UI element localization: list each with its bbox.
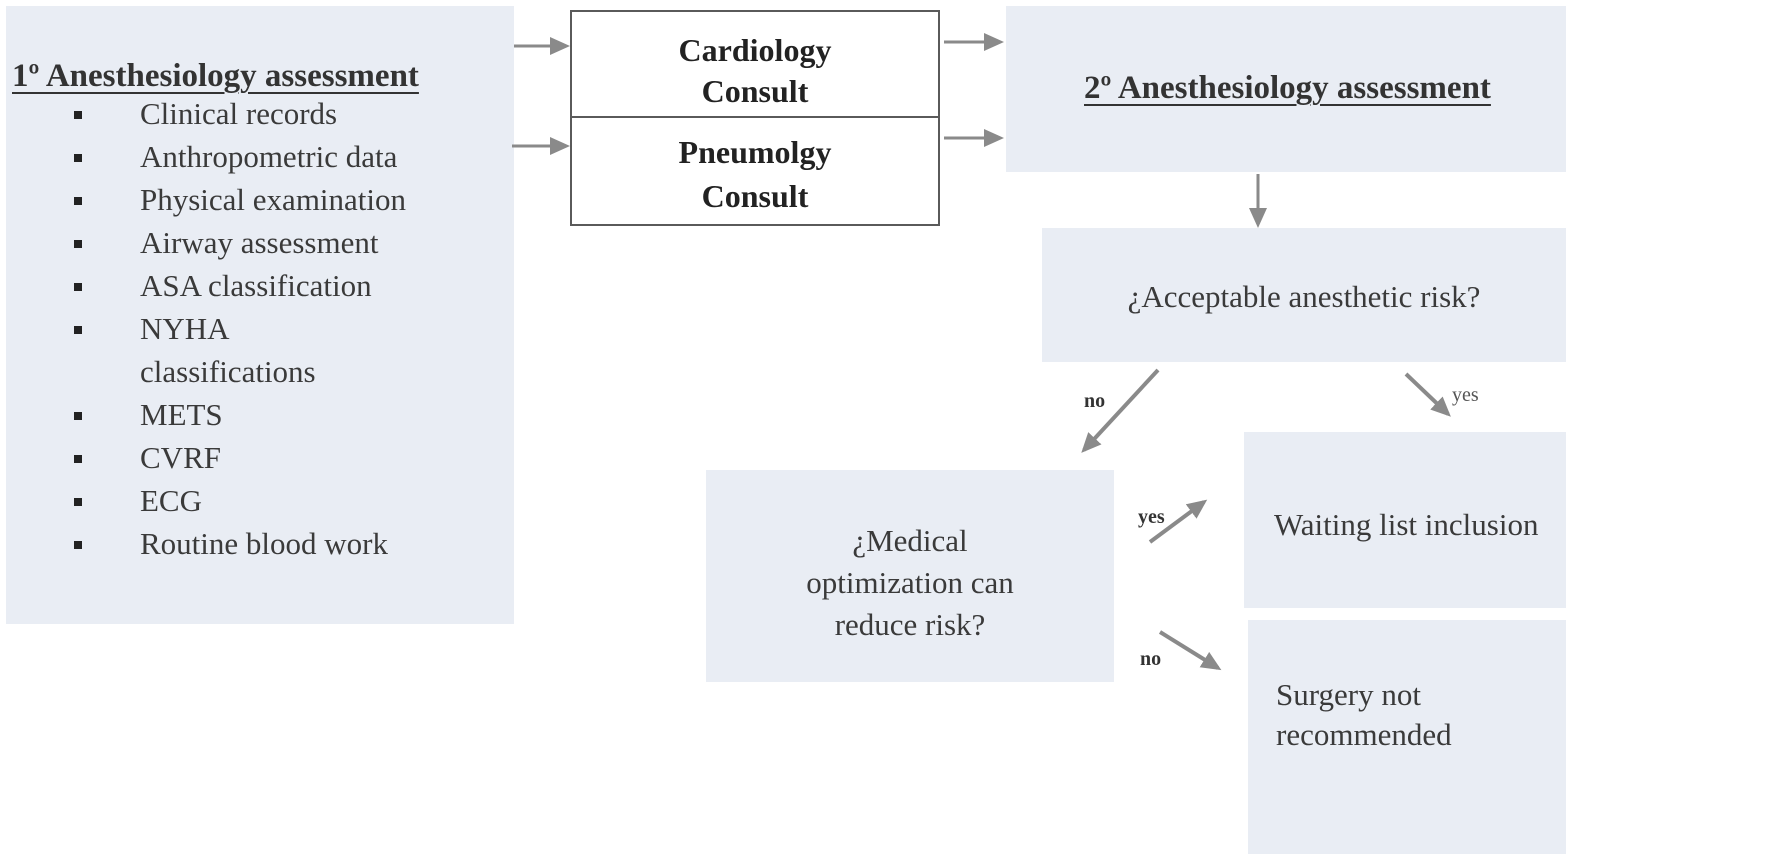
waiting-list-box: Waiting list inclusion <box>1244 432 1566 608</box>
arrow-risk-yes <box>1404 372 1451 417</box>
arrow-optimization-no <box>1158 630 1222 671</box>
pneumology-consult-box: Pneumolgy Consult <box>570 116 940 226</box>
list-item: METS <box>74 393 494 436</box>
optimization-no-label: no <box>1140 648 1162 670</box>
risk-yes-label: yes <box>1452 384 1479 406</box>
optimization-line-1: ¿Medical <box>852 523 968 558</box>
risk-no-label: no <box>1084 390 1106 412</box>
first-assessment-title: 1º Anesthesiology assessment <box>12 58 419 94</box>
waiting-list-text: Waiting list inclusion <box>1274 507 1539 542</box>
cardiology-label: Cardiology <box>678 32 832 68</box>
pneumology-label: Pneumolgy <box>678 134 832 170</box>
list-item: Routine blood work <box>74 522 494 565</box>
cardiology-consult-box: Cardiology Consult <box>570 10 940 118</box>
list-item: Airway assessment <box>74 221 494 264</box>
surgery-not-recommended-box: Surgery not recommended <box>1248 620 1566 854</box>
risk-question-text: ¿Acceptable anesthetic risk? <box>1127 279 1481 314</box>
optimization-question-box: ¿Medical optimization can reduce risk? <box>706 470 1114 682</box>
list-item: ECG <box>74 479 494 522</box>
list-item: NYHA classifications <box>74 307 360 393</box>
optimization-line-2: optimization can <box>806 565 1014 600</box>
second-assessment-box: 2º Anesthesiology assessment <box>1006 6 1566 172</box>
second-assessment-title: 2º Anesthesiology assessment <box>1084 70 1491 106</box>
arrow-optimization-yes <box>1148 499 1208 544</box>
pneumology-consult-label: Consult <box>701 178 809 214</box>
surgery-line-1: Surgery not <box>1276 677 1421 712</box>
optimization-yes-label: yes <box>1138 506 1165 528</box>
risk-question-box: ¿Acceptable anesthetic risk? <box>1042 228 1566 362</box>
cardiology-consult-label: Consult <box>701 73 809 109</box>
first-assessment-box: 1º Anesthesiology assessment Clinical re… <box>6 6 514 624</box>
optimization-line-3: reduce risk? <box>834 607 986 642</box>
list-item: Anthropometric data <box>74 135 494 178</box>
list-item: Physical examination <box>74 178 494 221</box>
arrow-risk-no <box>1081 368 1160 453</box>
list-item: ASA classification <box>74 264 494 307</box>
list-item: CVRF <box>74 436 494 479</box>
surgery-line-2: recommended <box>1276 717 1452 752</box>
list-item: Clinical records <box>74 92 494 135</box>
assessment-items-list: Clinical records Anthropometric data Phy… <box>74 92 494 565</box>
